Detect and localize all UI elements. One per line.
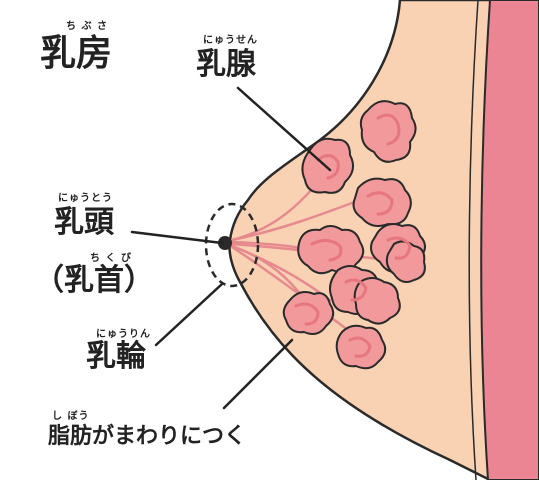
leader-line-areola (156, 284, 222, 345)
fat-label: 脂肪がまわりにつく (48, 426, 246, 448)
leader-line-mammary-gland (238, 88, 330, 170)
leader-line-fat (224, 340, 292, 408)
fat-ruby: し ぼう (52, 412, 89, 422)
title-label: 乳房 (40, 36, 112, 72)
nipple-alt-label: （乳首） (34, 266, 154, 296)
gland-lobe (284, 292, 333, 334)
areola-label: 乳輪 (86, 342, 146, 372)
gland-lobe (354, 179, 411, 226)
mammary-gland-ruby: にゅうせん (203, 36, 258, 46)
nipple-label: 乳頭 (54, 208, 114, 238)
gland-lobe (337, 326, 386, 369)
nipple-ruby: にゅうとう (58, 194, 113, 204)
leader-line-nipple (132, 232, 222, 243)
title-ruby: ち ぶ さ (66, 22, 108, 32)
mammary-gland-label: 乳腺 (196, 50, 256, 80)
chest-wall (481, 0, 539, 480)
